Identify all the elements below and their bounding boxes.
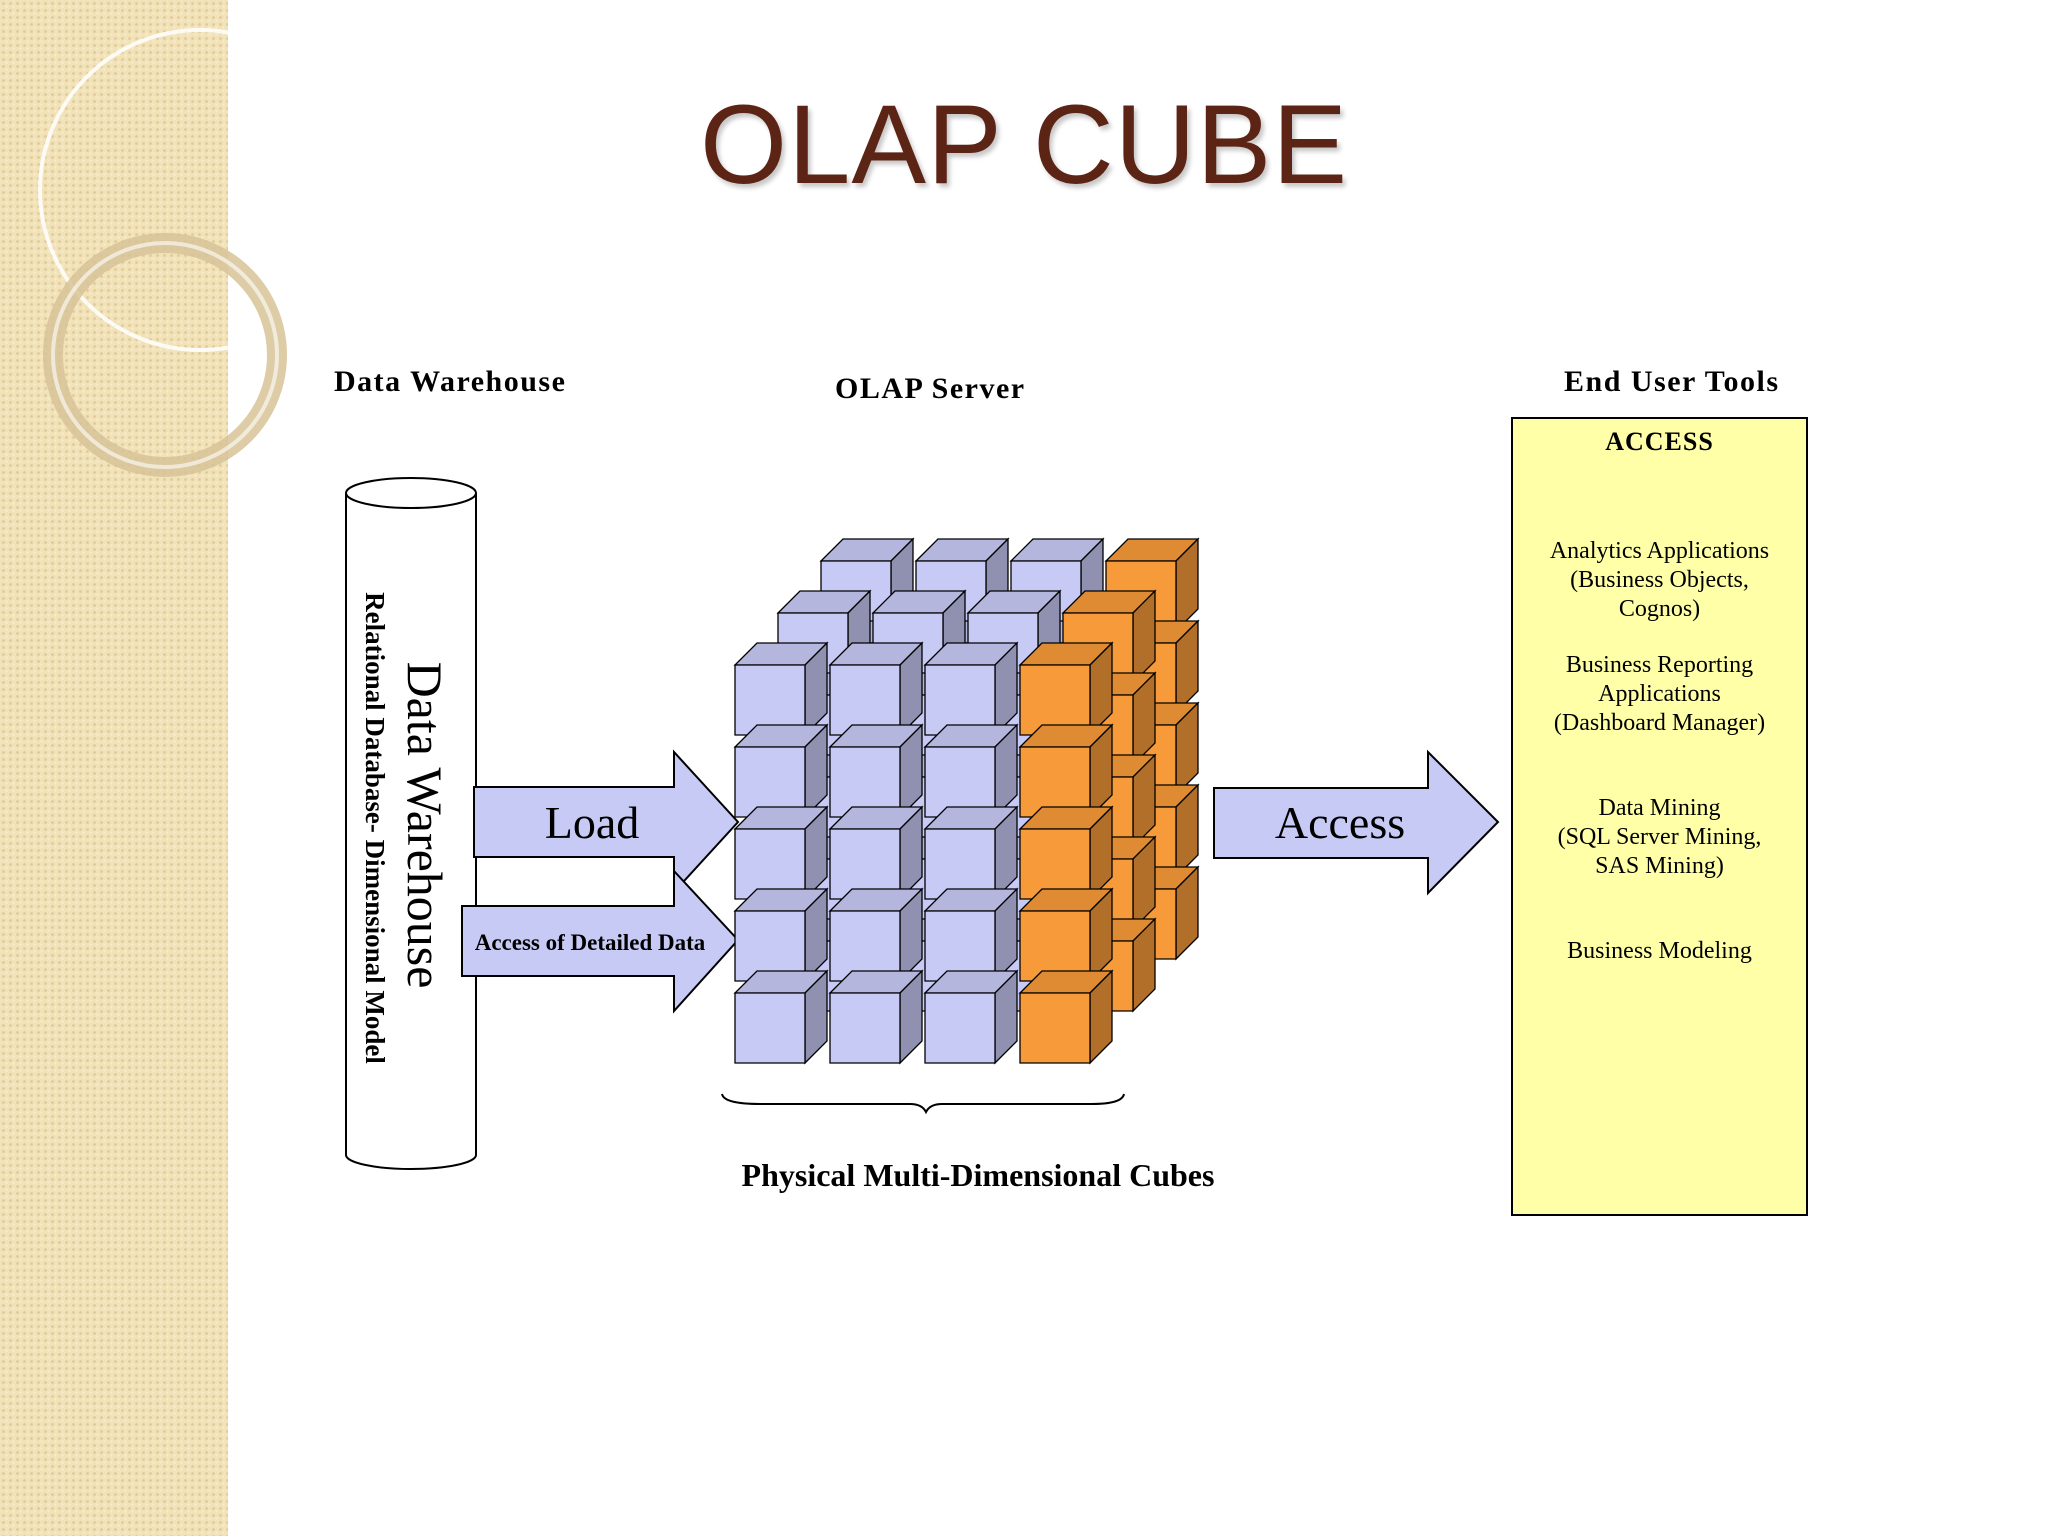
cube-block (733, 887, 829, 983)
cube-block (828, 641, 924, 737)
section-label-data-warehouse: Data Warehouse (334, 365, 567, 398)
access-arrow-label: Access (1275, 797, 1405, 848)
cube-front-face (734, 992, 806, 1064)
cube-block (923, 641, 1019, 737)
multi-dimensional-cube (733, 537, 1200, 1065)
load-arrow: Load (473, 749, 740, 895)
section-label-olap-server: OLAP Server (835, 372, 1026, 405)
cylinder-label: Data Warehouse (397, 662, 453, 989)
decorative-rings (38, 28, 362, 477)
cube-block (1018, 805, 1114, 901)
cube-block (923, 805, 1019, 901)
cubes-brace (721, 1093, 1125, 1115)
cube-block (1018, 887, 1114, 983)
detailed-data-arrow: Access of Detailed Data (461, 868, 740, 1014)
tool-item-reporting: Business Reporting Applications (Dashboa… (1553, 652, 1766, 736)
tool-item-data-mining: Data Mining (SQL Server Mining, SAS Mini… (1557, 795, 1762, 879)
cube-block (733, 969, 829, 1065)
cubes-caption: Physical Multi-Dimensional Cubes (742, 1157, 1215, 1193)
tool-item-business-modeling: Business Modeling (1567, 938, 1752, 964)
cube-block (923, 969, 1019, 1065)
cube-front-face (829, 992, 901, 1064)
cube-block (828, 887, 924, 983)
cube-block (733, 805, 829, 901)
access-arrow: Access (1213, 749, 1500, 896)
cube-block (828, 805, 924, 901)
cube-block (923, 887, 1019, 983)
cube-block (828, 969, 924, 1065)
data-warehouse-cylinder: Data Warehouse Relational Database- Dime… (345, 477, 477, 1170)
cube-block (733, 723, 829, 819)
cube-block (923, 723, 1019, 819)
decorative-ring-large (38, 28, 362, 352)
cube-block (1018, 641, 1114, 737)
section-label-end-user-tools: End User Tools (1564, 365, 1780, 398)
tools-heading: ACCESS (1605, 427, 1714, 456)
tool-item-analytics: Analytics Applications (Business Objects… (1549, 538, 1770, 622)
detailed-data-arrow-label: Access of Detailed Data (475, 930, 706, 955)
cylinder-sublabel: Relational Database- Dimensional Model (360, 592, 390, 1064)
slide-title: OLAP CUBE (699, 82, 1349, 207)
load-arrow-label: Load (545, 797, 640, 848)
cube-front-face (1019, 992, 1091, 1064)
cube-block (1018, 723, 1114, 819)
cube-block (1061, 589, 1157, 685)
cube-front-face (924, 992, 996, 1064)
cube-block (733, 641, 829, 737)
cube-block (1018, 969, 1114, 1065)
decorative-ring-small-highlight (51, 241, 279, 469)
end-user-tools-panel: ACCESS Analytics Applications (Business … (1511, 417, 1808, 1216)
cube-block (828, 723, 924, 819)
